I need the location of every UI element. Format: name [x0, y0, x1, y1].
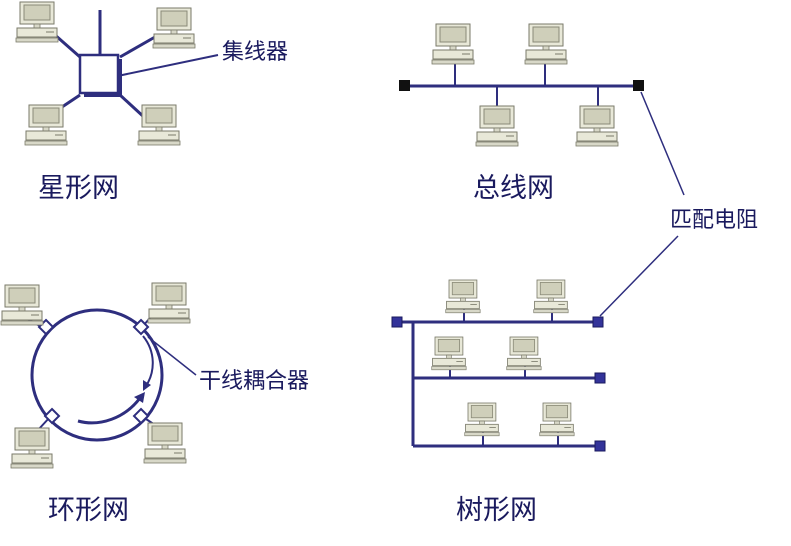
star-link: [119, 35, 156, 59]
computer-icon: [539, 402, 575, 437]
terminator-square-icon: [594, 372, 606, 384]
star-network-title: 星形网: [38, 173, 119, 204]
star-link: [118, 93, 147, 120]
arrow-head-icon: [134, 392, 145, 403]
terminator-square-icon: [592, 316, 604, 328]
terminator-square-icon: [594, 440, 606, 452]
coupler-diamond-icon: [43, 407, 61, 425]
computer-icon: [15, 1, 59, 43]
ring-network: [0, 282, 197, 469]
bus-network-title: 总线网: [473, 173, 554, 204]
ring-trunk: [30, 308, 164, 442]
terminator-square-icon: [633, 80, 644, 91]
bus-network: [399, 23, 644, 147]
star-network: [15, 1, 219, 146]
terminator-square-icon: [391, 316, 403, 328]
terminator-callout-line: [640, 91, 685, 196]
computer-icon: [24, 104, 68, 146]
computer-icon: [524, 23, 568, 65]
computer-icon: [10, 427, 54, 469]
computer-icon: [475, 105, 519, 147]
coupler-diamond-icon: [132, 318, 150, 336]
tree-network: [391, 279, 606, 452]
computer-icon: [431, 23, 475, 65]
computer-icon: [464, 402, 500, 437]
ring-direction-arrow: [142, 335, 154, 387]
tree-network-title: 树形网: [456, 495, 537, 526]
arrow-head-icon: [143, 380, 151, 391]
coupler-callout-line: [147, 336, 197, 376]
terminator-label: 匹配电阻: [670, 208, 759, 233]
computer-icon: [143, 422, 187, 464]
computer-icon: [152, 7, 196, 49]
ring-direction-arrow: [77, 397, 142, 425]
terminator-callout-line: [599, 235, 679, 317]
computer-icon: [147, 282, 191, 324]
hub-label: 集线器: [222, 40, 289, 65]
computer-icon: [575, 105, 619, 147]
star-link: [54, 33, 81, 59]
coupler-label: 干线耦合器: [199, 369, 310, 394]
computer-icon: [445, 279, 481, 314]
coupler-diamond-icon: [132, 407, 150, 425]
terminator-square-icon: [399, 80, 410, 91]
hub-callout-line: [107, 54, 219, 79]
computer-icon: [0, 284, 44, 326]
ring-network-title: 环形网: [48, 495, 129, 526]
hub-box-icon: [78, 53, 120, 95]
computer-icon: [137, 104, 181, 146]
computer-icon: [431, 336, 467, 371]
computer-icon: [506, 336, 542, 371]
computer-icon: [533, 279, 569, 314]
